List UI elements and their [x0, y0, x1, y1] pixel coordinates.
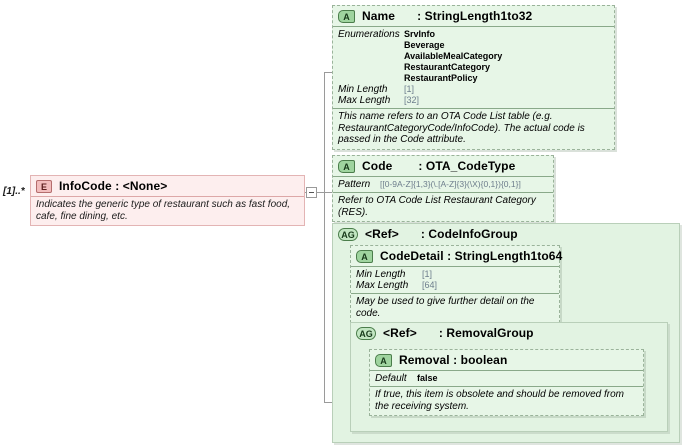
facet-key: Enumerations [338, 29, 400, 40]
attribute-type: : StringLength1to32 [417, 9, 533, 23]
element-node-infocode[interactable]: E InfoCode : <None> Indicates the generi… [30, 175, 305, 226]
attribute-node-code[interactable]: A Code : OTA_CodeType Pattern [[0-9A-Z]{… [332, 155, 554, 222]
facet-row-min-length: Min Length [1] [338, 84, 608, 95]
attribute-group-ref: <Ref> [383, 326, 417, 340]
attribute-group-header-removalgroup: AG <Ref> : RemovalGroup [351, 323, 667, 343]
attribute-header-name: A Name : StringLength1to32 [333, 6, 614, 26]
attribute-name: Name [362, 9, 396, 23]
facet-key: Default [375, 373, 407, 384]
facet-table-name: Enumerations SrvInfo Beverage AvailableM… [333, 26, 614, 108]
attribute-header-codedetail: A CodeDetail : StringLength1to64 [351, 246, 563, 266]
connector-branch-name [324, 72, 334, 73]
attribute-header-removal: A Removal : boolean [370, 350, 643, 370]
facet-table-codedetail: Min Length [1] Max Length [64] [351, 266, 559, 293]
attribute-title: CodeDetail : StringLength1to64 [380, 249, 563, 263]
enumeration-item: RestaurantPolicy [404, 73, 478, 83]
attribute-icon: A [338, 159, 355, 173]
facet-row-max-length: Max Length [64] [356, 280, 553, 291]
attribute-documentation-code: Refer to OTA Code List Restaurant Catego… [333, 192, 553, 221]
facet-value: false [417, 373, 438, 383]
facet-value: [[0-9A-Z]{1,3}(\.[A-Z]{3}(\X){0,1}){0,1}… [380, 179, 521, 189]
element-header: E InfoCode : <None> [31, 176, 304, 196]
attribute-icon: A [375, 353, 392, 367]
facet-key: Min Length [338, 84, 388, 95]
facet-row-default: Default false [375, 373, 637, 384]
facet-key: Min Length [356, 269, 406, 280]
attribute-group-type: : CodeInfoGroup [420, 227, 518, 241]
attribute-type: : OTA_CodeType [418, 159, 516, 173]
attribute-title: Removal : boolean [399, 353, 508, 367]
attribute-node-name[interactable]: A Name : StringLength1to32 Enumerations … [332, 5, 615, 150]
enumeration-values: SrvInfo Beverage AvailableMealCategory R… [404, 29, 502, 84]
facet-key: Max Length [356, 280, 409, 291]
attribute-name: Code [362, 159, 393, 173]
attribute-documentation-removal: If true, this item is obsolete and shoul… [370, 386, 643, 415]
facet-row-pattern: Pattern [[0-9A-Z]{1,3}(\.[A-Z]{3}(\X){0,… [338, 179, 547, 190]
facet-value: [64] [422, 280, 438, 290]
facet-key: Pattern [338, 179, 371, 190]
expand-collapse-toggle[interactable] [306, 187, 317, 198]
facet-table-code: Pattern [[0-9A-Z]{1,3}(\.[A-Z]{3}(\X){0,… [333, 176, 553, 192]
attribute-node-removal[interactable]: A Removal : boolean Default false If tru… [369, 349, 644, 416]
enumeration-item: RestaurantCategory [404, 62, 491, 72]
attribute-icon: A [356, 249, 373, 263]
connector-branch-codeinfogroup [324, 402, 338, 403]
cardinality-label: [1]..* [3, 186, 25, 197]
attribute-node-codedetail[interactable]: A CodeDetail : StringLength1to64 Min Len… [350, 245, 563, 323]
facet-row-min-length: Min Length [1] [356, 269, 553, 280]
facet-value: [1] [404, 84, 415, 94]
connector-trunk-vertical [324, 72, 325, 402]
connector-branch-code [324, 192, 334, 193]
facet-row-enumerations: Enumerations SrvInfo Beverage AvailableM… [338, 29, 608, 84]
facet-key: Max Length [338, 95, 391, 106]
attribute-header-code: A Code : OTA_CodeType [333, 156, 553, 176]
enumeration-item: AvailableMealCategory [404, 51, 503, 61]
attribute-group-ref: <Ref> [365, 227, 399, 241]
attribute-documentation-codedetail: May be used to give further detail on th… [351, 293, 559, 322]
attribute-group-icon: AG [338, 227, 358, 241]
element-icon: E [36, 179, 52, 193]
facet-value: [1] [422, 269, 433, 279]
facet-row-max-length: Max Length [32] [338, 95, 608, 106]
attribute-documentation-name: This name refers to an OTA Code List tab… [333, 108, 614, 149]
element-title: InfoCode : <None> [59, 179, 168, 193]
connector-expander-to-trunk [317, 192, 325, 193]
attribute-group-type: : RemovalGroup [438, 326, 534, 340]
attribute-icon: A [338, 9, 355, 23]
facet-value: [32] [404, 95, 420, 105]
attribute-group-header-codeinfogroup: AG <Ref> : CodeInfoGroup [333, 224, 679, 244]
facet-table-removal: Default false [370, 370, 643, 386]
enumeration-item: Beverage [404, 40, 445, 50]
attribute-group-icon: AG [356, 326, 376, 340]
enumeration-item: SrvInfo [404, 29, 436, 39]
element-documentation: Indicates the generic type of restaurant… [31, 196, 304, 225]
